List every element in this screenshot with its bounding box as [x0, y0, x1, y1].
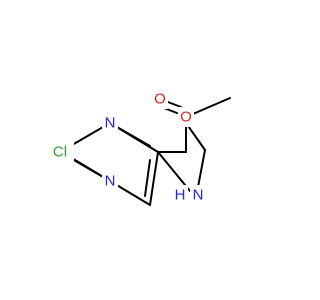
ring-nitrogen-bottom-atom-label: N: [105, 173, 116, 190]
chlorine-label-background: [46, 142, 74, 162]
bond-c6p-c5: [197, 149, 206, 188]
bond-c6-c4a-inner: [144, 159, 151, 197]
ring-nitrogen-top-label-background: [102, 113, 118, 133]
chemical-structure-diagram: Cl N N N H O O: [46, 89, 231, 206]
carbonyl-oxygen-atom-label: O: [154, 91, 166, 108]
ring-nitrogen-bottom-label-background: [102, 171, 118, 191]
atom-label-layer: Cl N N N H O O: [46, 89, 206, 205]
chlorine-atom-label: Cl: [53, 144, 67, 161]
bond-c4a-nh: [157, 151, 191, 192]
bond-c6-c4a: [149, 151, 159, 206]
pyrrole-nitrogen-atom-label: N: [193, 187, 204, 204]
ester-oxygen-atom-label: O: [180, 109, 192, 126]
pyrrole-hydrogen-atom-label: H: [175, 187, 186, 204]
pyrrole-hydrogen-label-background: [172, 185, 188, 205]
ring-nitrogen-top-atom-label: N: [105, 115, 116, 132]
bond-c7-c6p: [185, 122, 206, 151]
carbonyl-oxygen-label-background: [152, 89, 168, 109]
pyrrole-nitrogen-label-background: [190, 185, 206, 205]
ester-oxygen-label-background: [178, 107, 194, 127]
